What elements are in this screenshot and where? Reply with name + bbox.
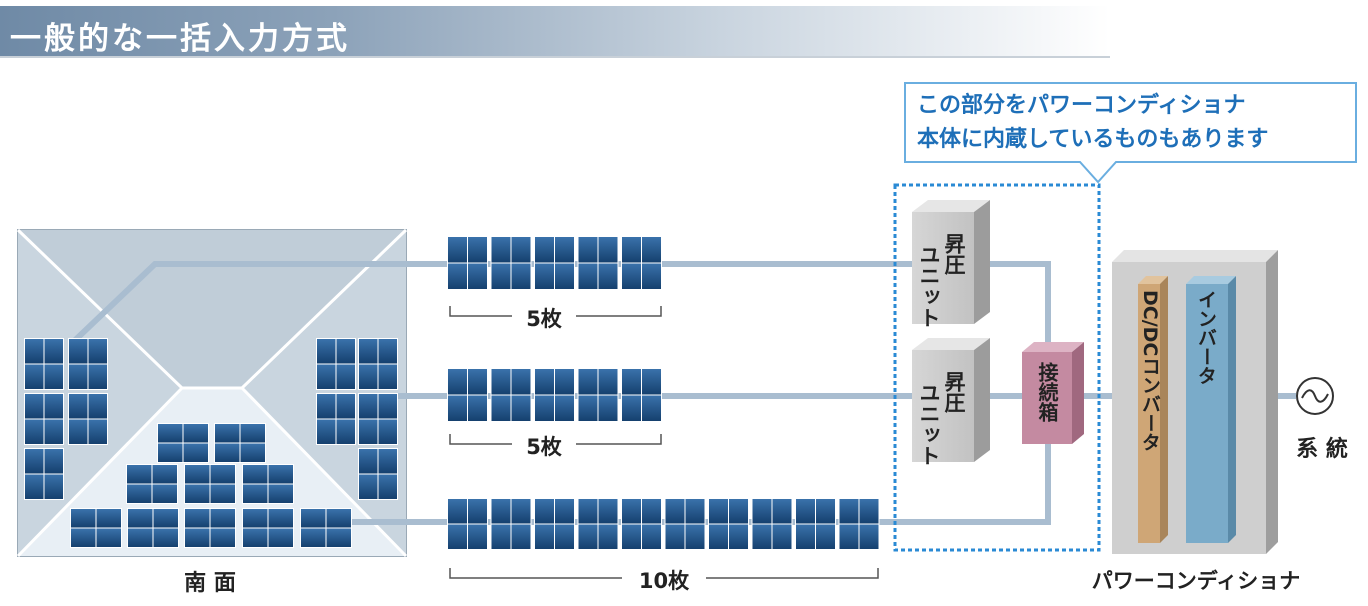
grid: 系 統 [1296,377,1348,462]
solar-panel [447,368,488,422]
solar-panel [577,368,619,422]
roof-ridge-lines [16,228,408,558]
dcdc-side [1160,276,1168,543]
solar-panel [214,423,266,463]
solar-panel [751,498,793,550]
sine-wave-icon [1301,389,1329,403]
solar-panel [24,448,64,500]
dcdc-top [1138,276,1168,284]
solar-panel [358,393,398,445]
inverter [1186,284,1228,543]
booster-2-top [912,338,990,350]
booster-2-label-unit: ユニット [917,382,941,466]
solar-panel [577,498,619,550]
solar-panel [24,393,64,445]
string-2-count: 5枚 [449,434,662,459]
pcs-label: パワーコンディショナ [1092,569,1301,593]
booster-2-front [912,350,974,462]
solar-panel [184,464,236,504]
junction-box-top [1022,342,1084,352]
solar-panel [157,423,209,463]
solar-panel [490,236,532,290]
dcdc-converter [1138,284,1160,543]
inverter-top [1186,276,1236,284]
solar-panel [242,508,294,548]
junction-box-label: 接続箱 [1035,362,1059,423]
title-bar: 一般的な一括入力方式 [0,6,1110,58]
solar-panel [795,498,836,550]
grid-label: 系 統 [1296,436,1348,462]
bracket-string-3 [449,568,879,579]
solar-panel [316,393,356,445]
solar-panel [447,236,488,290]
solar-panel [68,338,108,390]
solar-panel [127,508,179,548]
booster-2-side [974,338,990,462]
junction-box-front [1022,352,1072,444]
builtin-region-outline [893,183,1101,552]
pcs-top [1112,250,1278,262]
solar-panel [68,393,108,445]
solar-panel [358,338,398,390]
solar-panel [534,236,575,290]
solar-panel [358,448,398,500]
booster-1-side [974,200,990,324]
solar-panel [490,498,532,550]
inverter-side [1228,276,1236,543]
solar-panel [24,338,64,390]
solar-panel [621,368,662,422]
solar-panel [664,498,706,550]
roof-label: 南 面 [184,571,236,596]
callout-line-1: この部分をパワーコンディショナ [917,92,1245,118]
string-1-count: 5枚 [449,306,662,331]
solar-panel [184,508,236,548]
callout-bubble [904,82,1357,184]
solar-panel [242,464,294,504]
solar-panels [24,236,880,550]
solar-panel [490,368,532,422]
count-label-string-1: 5枚 [526,307,563,331]
bracket-string-1 [449,306,662,317]
booster-unit-1: ユニット 昇圧 [912,200,990,328]
power-conditioner: DC/DCコンバータ インバータ パワーコンディショナ [1092,250,1301,593]
booster-2-label-boost: 昇圧 [942,371,966,414]
booster-1-top [912,200,990,212]
callout-line-2: 本体に内蔵しているものもあります [917,127,1268,152]
count-label-string-3: 10枚 [639,569,690,593]
solar-panel [838,498,880,550]
booster-1-front [912,212,974,324]
solar-panel [316,338,356,390]
solar-panel [621,236,662,290]
count-label-string-2: 5枚 [526,435,563,459]
roof-face-north [18,230,406,388]
solar-panel [126,464,178,504]
solar-panel [534,498,575,550]
bracket-string-2 [449,434,662,445]
booster-1-label-unit: ユニット [917,244,941,328]
callout: この部分をパワーコンディショナ 本体に内蔵しているものもあります [904,82,1357,184]
page-title: 一般的な一括入力方式 [10,21,350,57]
booster-unit-2: ユニット 昇圧 [912,338,990,466]
junction-box: 接続箱 [1022,342,1084,444]
solar-panel [708,498,749,550]
solar-panel [447,498,488,550]
solar-panel [70,508,122,548]
solar-panel [300,508,352,548]
pcs-side [1266,250,1278,554]
solar-panel [621,498,662,550]
solar-panel [534,368,575,422]
junction-box-side [1072,342,1084,444]
inverter-label: インバータ [1195,290,1217,385]
booster-1-label-boost: 昇圧 [942,233,966,276]
wire-booster-1-out [978,261,1051,358]
dcdc-label: DC/DCコンバータ [1139,290,1161,451]
solar-panel [577,236,619,290]
string-3-count: 10枚 [449,568,879,593]
